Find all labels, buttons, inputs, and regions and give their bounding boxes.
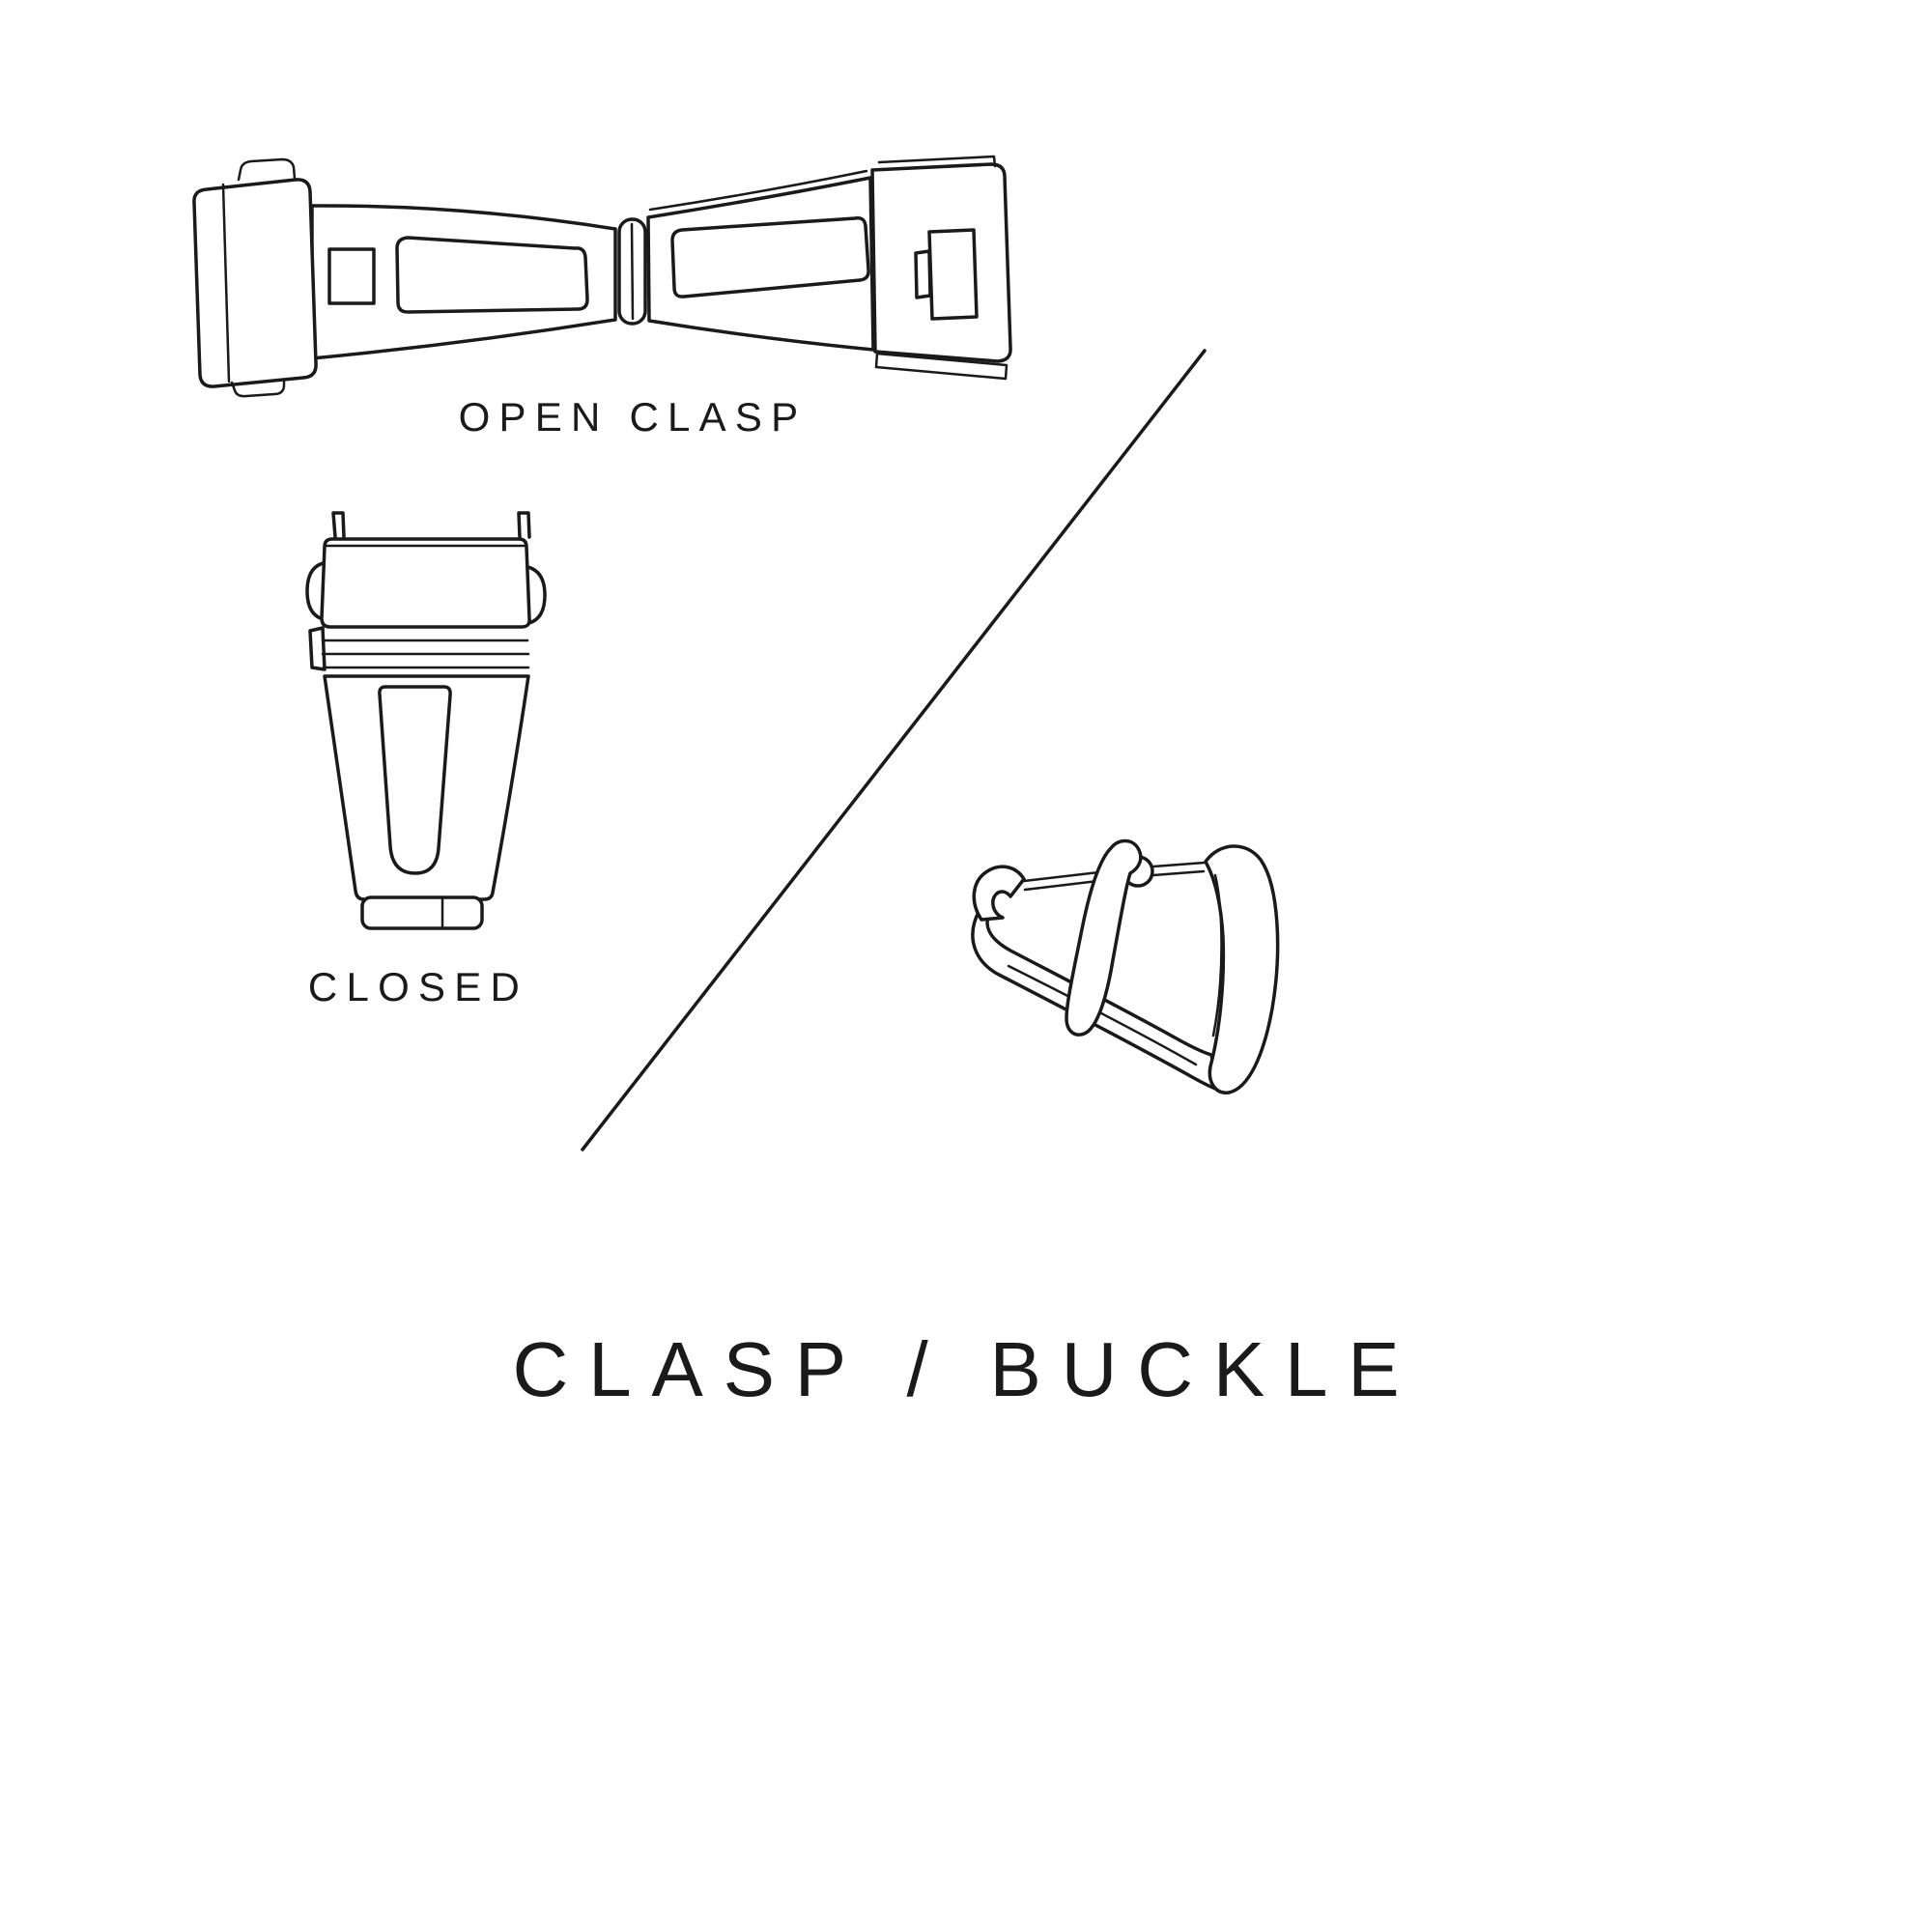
open-clasp-caption: OPEN CLASP xyxy=(458,394,808,440)
open-clasp-illustration xyxy=(192,155,1012,398)
diagonal-divider-line xyxy=(581,349,1207,1151)
tang-buckle-illustration xyxy=(971,838,1280,1094)
closed-clasp-illustration xyxy=(305,511,547,930)
page-title: CLASP / BUCKLE xyxy=(512,1326,1420,1412)
closed-clasp-caption: CLOSED xyxy=(307,964,529,1009)
